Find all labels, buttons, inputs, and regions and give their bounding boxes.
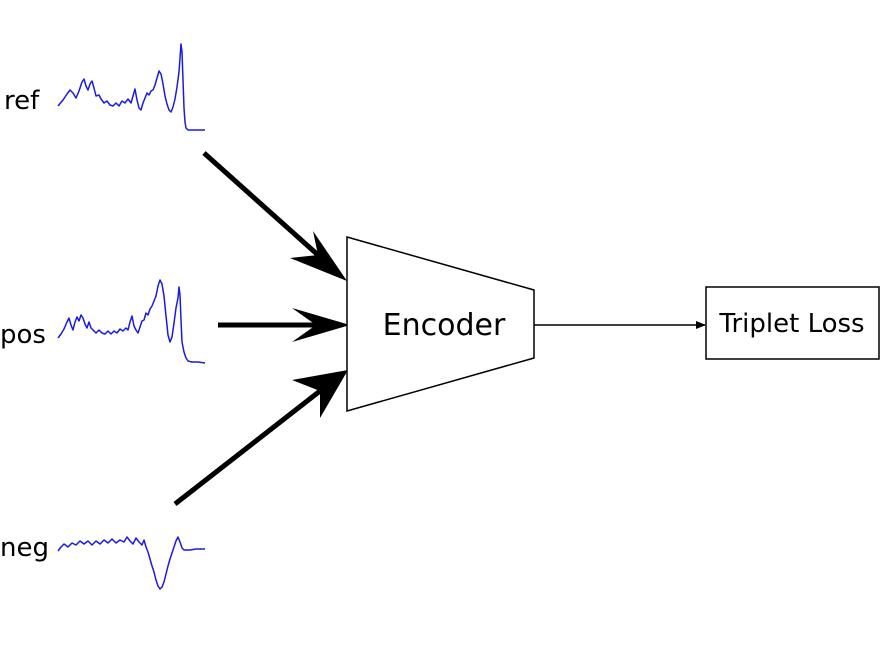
neg-arrow-head xyxy=(292,370,348,418)
triplet-loss-label: Triplet Loss xyxy=(718,309,864,339)
neg-arrow-shaft xyxy=(173,389,322,506)
encoder-block xyxy=(346,236,535,412)
ref-signal-waveform xyxy=(57,43,205,131)
input-label-pos: pos xyxy=(0,320,46,350)
ref-arrow-shaft xyxy=(202,151,320,257)
ref-arrow-head xyxy=(290,231,347,281)
triplet-loss-box xyxy=(705,286,880,360)
pos-arrow-head xyxy=(292,308,350,342)
neg-signal-waveform xyxy=(57,536,205,590)
input-label-ref: ref xyxy=(4,86,40,116)
encoder-label: Encoder xyxy=(383,308,506,343)
input-label-neg: neg xyxy=(0,533,49,563)
pos-signal-waveform xyxy=(57,279,206,364)
